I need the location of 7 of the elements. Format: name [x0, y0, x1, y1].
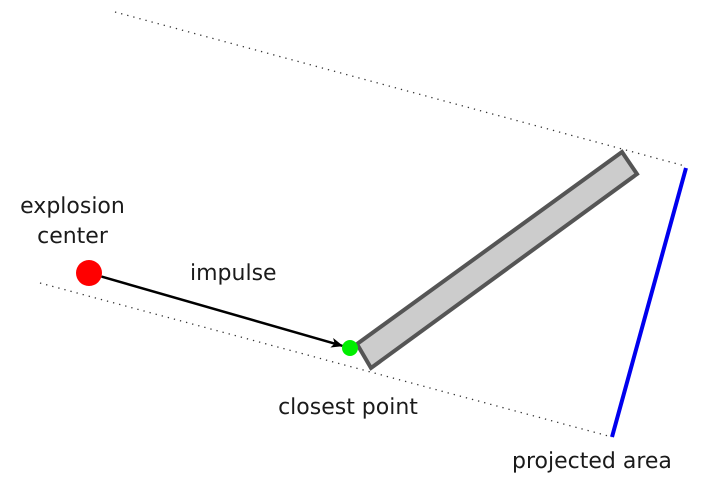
point-marker: [76, 260, 102, 286]
point-marker: [342, 340, 358, 356]
area-label: projected area: [512, 448, 672, 476]
point-caption: explosion center: [19, 193, 126, 251]
arrow: [101, 275, 344, 348]
edge-label: impulse: [190, 260, 277, 288]
point-caption: closest point: [277, 394, 419, 422]
